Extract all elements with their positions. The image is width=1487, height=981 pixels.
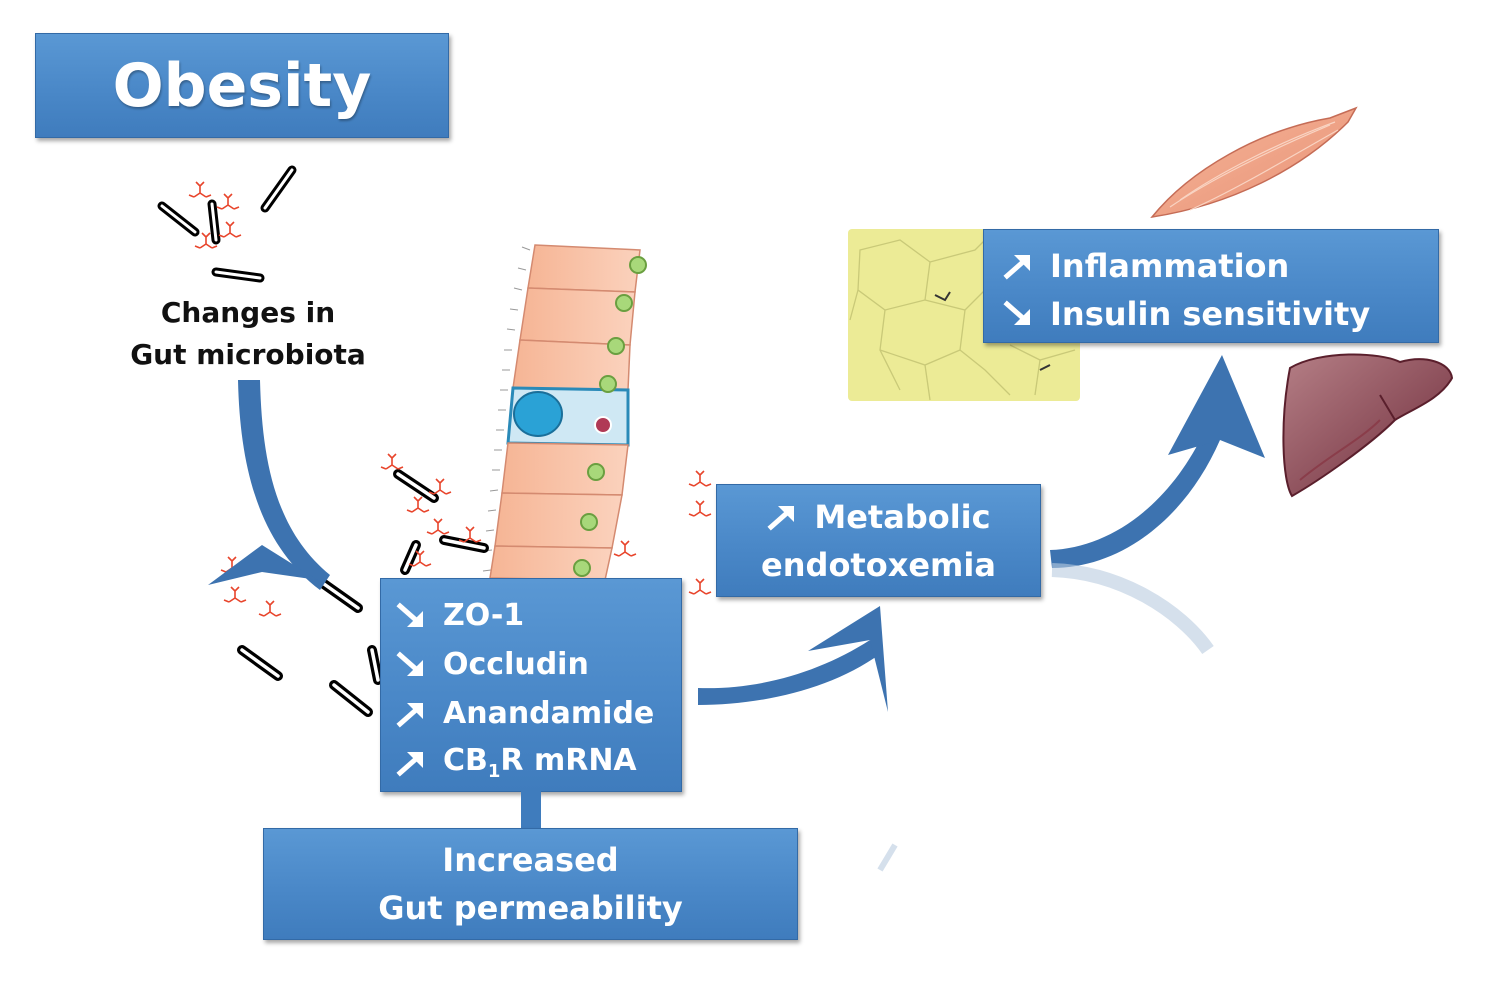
liver-icon: [1282, 353, 1454, 498]
effect-item-insulin: Insulin sensitivity: [1002, 290, 1438, 338]
microbiota-label: Changes in Gut microbiota: [118, 292, 378, 376]
barrier-item-anandamide: Anandamide: [395, 689, 681, 738]
barrier-item-label: ZO-1: [443, 598, 525, 633]
muscle-icon: [1150, 106, 1358, 219]
effect-item-label: Inflammation: [1050, 247, 1290, 285]
barrier-item-label: CB1R mRNA: [443, 743, 637, 782]
arrow-up-icon: [1003, 255, 1030, 280]
barrier-item-zo1: ZO-1: [395, 591, 681, 640]
barrier-box: ZO-1 Occludin Anandamide CB1R mRNA: [380, 578, 682, 792]
arrow-up-icon: [767, 505, 795, 531]
permeability-line1: Increased: [442, 841, 619, 879]
endotoxemia-line1: Metabolic: [814, 497, 991, 536]
microbiota-line2: Gut microbiota: [130, 338, 366, 371]
barrier-item-label: Occludin: [443, 647, 589, 682]
effect-item-inflammation: Inflammation: [1002, 242, 1438, 290]
endotoxemia-line2: endotoxemia: [761, 545, 996, 584]
endotoxemia-box: Metabolic endotoxemia: [716, 484, 1041, 597]
permeability-box: Increased Gut permeability: [263, 828, 798, 940]
arrow-down-icon: [396, 601, 423, 627]
intestinal-epithelium-icon: [482, 244, 647, 581]
flow-arrows: [208, 355, 1265, 872]
obesity-box: Obesity: [35, 33, 449, 138]
barrier-item-occludin: Occludin: [395, 640, 681, 689]
microbiota-line1: Changes in: [160, 296, 336, 329]
arrow-up-icon: [396, 751, 423, 777]
permeability-line2: Gut permeability: [378, 889, 683, 927]
barrier-item-cb1r: CB1R mRNA: [395, 738, 681, 787]
obesity-title: Obesity: [112, 50, 372, 121]
arrow-down-icon: [396, 650, 423, 676]
arrow-down-icon: [1003, 300, 1030, 325]
arrow-up-icon: [396, 702, 423, 728]
effect-item-label: Insulin sensitivity: [1050, 295, 1371, 333]
barrier-item-label: Anandamide: [443, 696, 655, 731]
effects-box: Inflammation Insulin sensitivity: [983, 229, 1439, 343]
barrier-connector: [521, 790, 541, 830]
